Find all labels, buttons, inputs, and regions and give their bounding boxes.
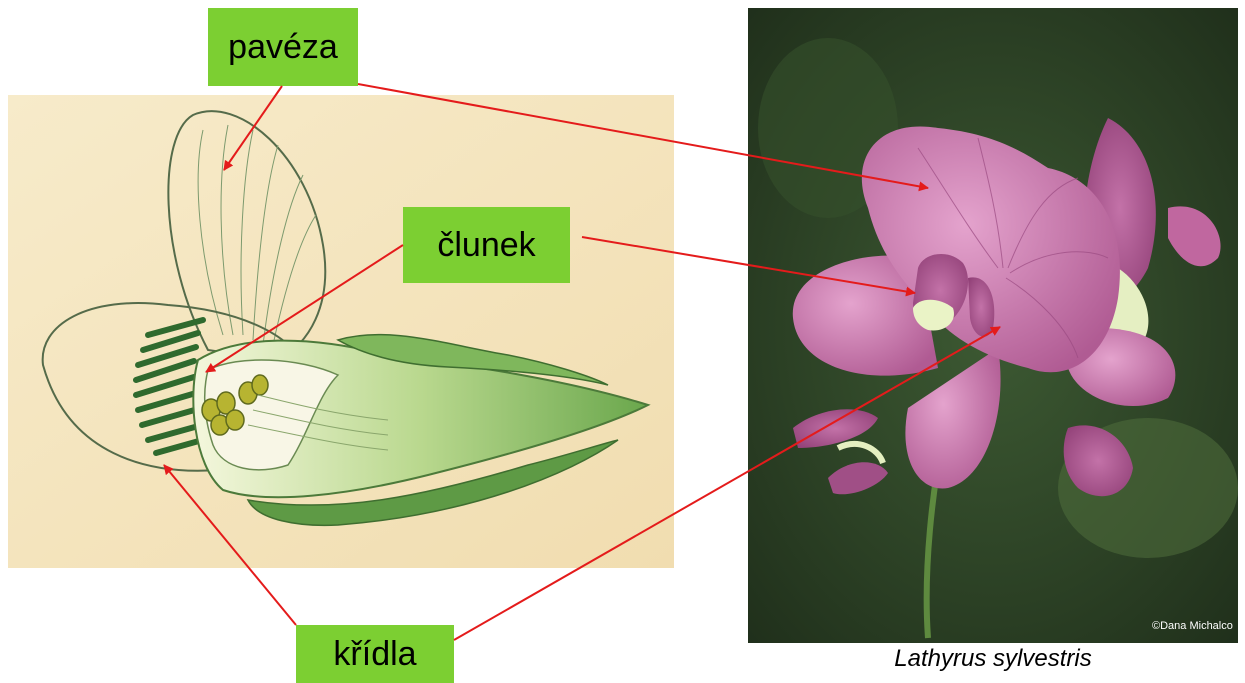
label-kridla: křídla: [296, 625, 454, 683]
label-paveza-text: pavéza: [228, 28, 338, 67]
label-paveza: pavéza: [208, 8, 358, 86]
flower-photo: [748, 8, 1238, 643]
anther: [252, 375, 268, 395]
photo-credit: ©Dana Michalco: [1152, 620, 1233, 632]
label-clunek: člunek: [403, 207, 570, 283]
illustration-background: [8, 95, 674, 568]
anther: [226, 410, 244, 430]
species-caption: Lathyrus sylvestris: [748, 645, 1238, 673]
label-clunek-text: člunek: [437, 226, 535, 265]
flower-cross-section-illustration: [8, 95, 674, 568]
label-kridla-text: křídla: [333, 635, 416, 674]
